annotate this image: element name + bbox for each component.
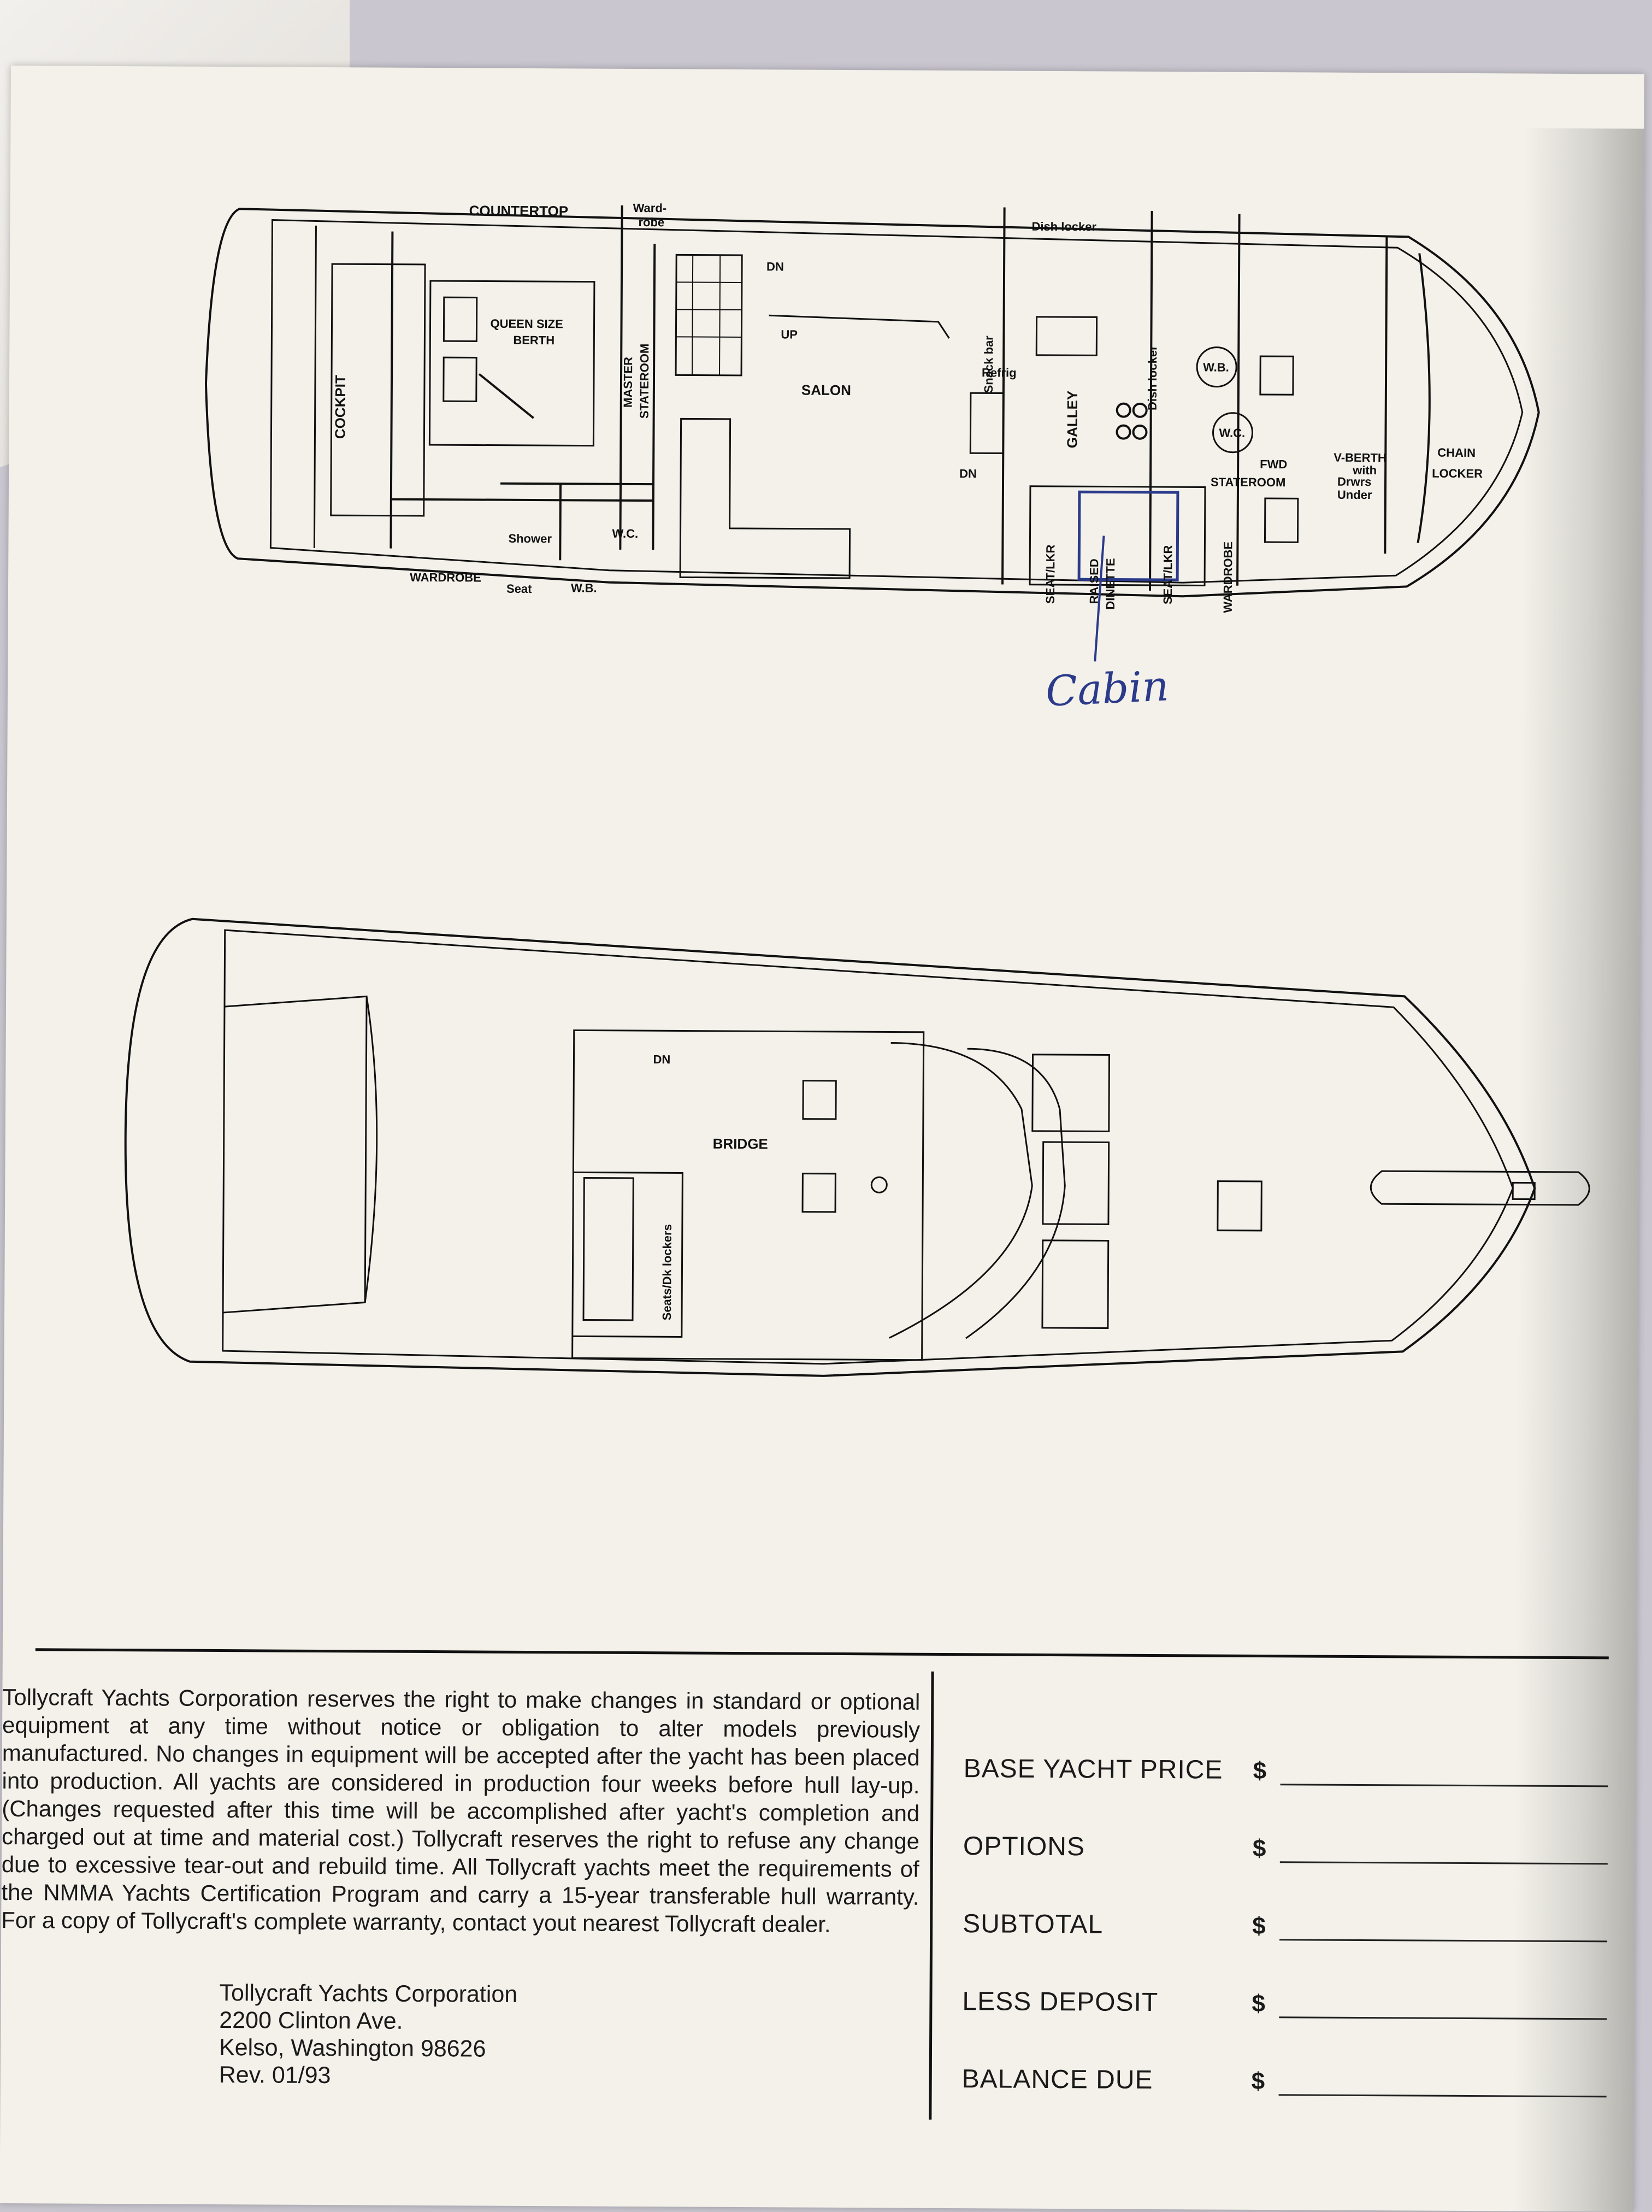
vertical-rule: [929, 1671, 934, 2120]
label-refrig: Refrig: [982, 366, 1017, 379]
price-row-options: OPTIONS $: [963, 1831, 1619, 1912]
label-wb-aft: W.B.: [571, 581, 597, 595]
label-fwd-2: STATEROOM: [1211, 475, 1285, 490]
label-cockpit: COCKPIT: [332, 375, 349, 439]
price-label-base: BASE YACHT PRICE: [963, 1754, 1223, 1785]
label-bridge-dn: DN: [653, 1052, 670, 1066]
label-seat-lkr-1: SEAT/LKR: [1043, 544, 1058, 604]
price-row-deposit: LESS DEPOSIT $: [962, 1986, 1618, 2067]
price-label-subtotal: SUBTOTAL: [963, 1909, 1104, 1939]
price-row-base: BASE YACHT PRICE $: [963, 1754, 1619, 1834]
label-wardrobe-aft: WARDROBE: [410, 570, 481, 585]
label-wc-fwd: W.C.: [1219, 426, 1245, 440]
price-fill-line-options[interactable]: [1279, 1861, 1608, 1865]
price-row-subtotal: SUBTOTAL $: [963, 1909, 1619, 1990]
label-salon: SALON: [801, 382, 851, 398]
label-queen-2: BERTH: [513, 333, 554, 347]
address-street: 2200 Clinton Ave.: [219, 2007, 403, 2034]
label-dish-locker-side: Dish locker: [1146, 345, 1160, 410]
dollar-sign: $: [1252, 1834, 1266, 1862]
label-dish-locker-top: Dish locker: [1031, 220, 1096, 234]
company-address: Tollycraft Yachts Corporation 2200 Clint…: [219, 1979, 518, 2090]
dollar-sign: $: [1252, 1912, 1266, 1940]
horizontal-rule: [35, 1648, 1609, 1660]
dollar-sign: $: [1253, 1757, 1267, 1785]
label-seat: Seat: [506, 582, 532, 596]
label-wb-fwd: W.B.: [1203, 360, 1229, 374]
label-master-1: MASTER: [621, 357, 635, 408]
price-label-deposit: LESS DEPOSIT: [962, 1987, 1159, 2017]
label-shower: Shower: [508, 532, 552, 545]
label-galley: GALLEY: [1064, 391, 1081, 449]
price-row-balance: BALANCE DUE $: [961, 2064, 1618, 2145]
label-queen-1: QUEEN SIZE: [490, 317, 563, 331]
label-master-2: STATEROOM: [638, 344, 652, 419]
label-raised-2: DINETTE: [1104, 558, 1117, 609]
label-wc-aft: W.C.: [612, 527, 638, 540]
price-label-balance: BALANCE DUE: [961, 2064, 1153, 2095]
label-dn-2: DN: [959, 467, 977, 480]
label-vberth-2: with: [1352, 463, 1377, 477]
label-vberth-1: V-BERTH: [1334, 451, 1386, 465]
label-dn-1: DN: [766, 260, 784, 273]
label-wardrobe-top-2: robe: [638, 215, 664, 229]
dollar-sign: $: [1252, 1990, 1266, 2017]
label-raised-1: RAISED: [1087, 558, 1101, 604]
label-countertop: COUNTERTOP: [469, 202, 569, 219]
dollar-sign: $: [1251, 2067, 1265, 2095]
price-fill-line-subtotal[interactable]: [1279, 1939, 1608, 1943]
label-vberth-3: Drwrs: [1337, 475, 1371, 489]
price-label-options: OPTIONS: [963, 1832, 1085, 1862]
label-chain-2: LOCKER: [1432, 467, 1483, 480]
label-snack-bar: Snack bar: [982, 336, 996, 393]
address-company: Tollycraft Yachts Corporation: [219, 1980, 518, 2008]
price-fill-line-base[interactable]: [1280, 1784, 1608, 1787]
brochure-sheet: COUNTERTOP Ward- robe Dish locker QUEEN …: [0, 66, 1644, 2212]
address-city: Kelso, Washington 98626: [219, 2034, 486, 2062]
label-bridge: BRIDGE: [713, 1136, 768, 1152]
address-revision: Rev. 01/93: [219, 2062, 331, 2089]
label-seat-lkr-2: SEAT/LKR: [1161, 545, 1175, 605]
pricing-form: BASE YACHT PRICE $ OPTIONS $ SUBTOTAL $ …: [961, 1754, 1619, 2145]
label-wardrobe-fwd: WARDROBE: [1221, 542, 1235, 613]
label-fwd-1: FWD: [1260, 457, 1287, 471]
label-vberth-4: Under: [1337, 488, 1372, 502]
warranty-disclaimer: Tollycraft Yachts Corporation reserves t…: [1, 1684, 921, 1937]
label-chain-1: CHAIN: [1437, 446, 1476, 460]
price-fill-line-balance[interactable]: [1278, 2094, 1607, 2098]
floor-plans: COUNTERTOP Ward- robe Dish locker QUEEN …: [124, 201, 1590, 1377]
handwritten-cabin-note: Cabin: [1045, 661, 1170, 716]
label-up: UP: [781, 327, 798, 341]
label-seats-lockers: Seats/Dk lockers: [660, 1224, 674, 1320]
label-wardrobe-top-1: Ward-: [633, 201, 667, 215]
price-fill-line-deposit[interactable]: [1279, 2016, 1607, 2020]
